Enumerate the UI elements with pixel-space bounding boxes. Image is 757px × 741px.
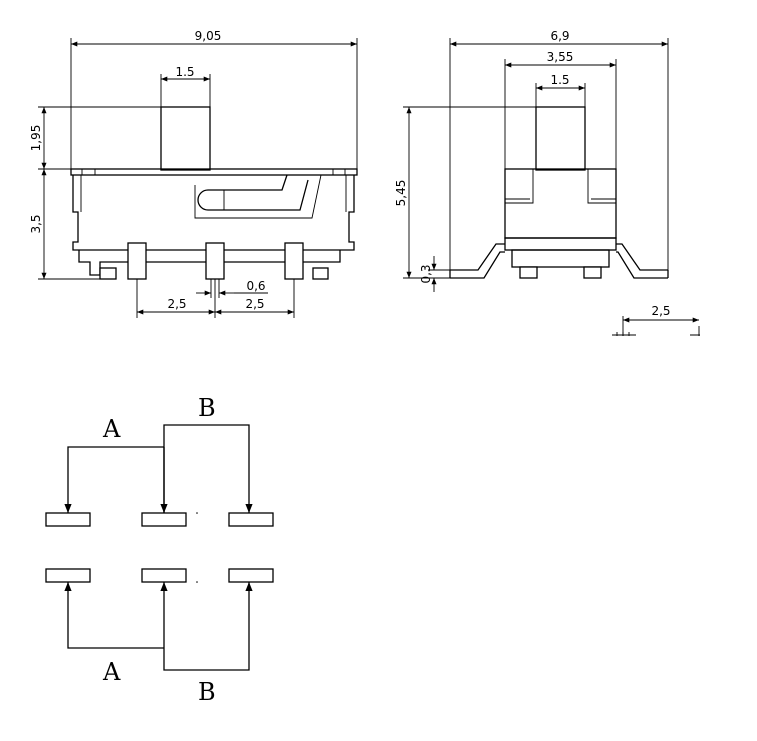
side-top-plate	[70, 168, 358, 176]
top-label-a: A	[102, 415, 121, 443]
footprint-fragment: 2,5	[612, 304, 700, 336]
dim-side-slider-height: 1,95	[29, 125, 43, 152]
dim-front-standoff: 0,3	[419, 264, 433, 283]
front-view: 6,9 3,55 1.5 5,45 0,3	[394, 29, 669, 292]
front-upper-body	[504, 168, 617, 239]
pad-top-2	[141, 512, 187, 527]
bottom-path-a	[64, 582, 164, 649]
dim-side-width: 9,05	[195, 29, 222, 43]
top-path-a	[64, 446, 164, 513]
dim-side-slider-width: 1.5	[175, 65, 194, 79]
pad-bottom-1	[45, 568, 91, 583]
dim-side-pitch-right: 2,5	[245, 297, 264, 311]
front-base	[504, 237, 617, 251]
schematic: A B A B	[45, 394, 274, 706]
pad-bottom-3	[228, 568, 274, 583]
side-slot	[197, 174, 309, 211]
side-view: 9,05 1.5 1,95 3,5 2,5 2,5 0,6	[29, 29, 358, 318]
side-pin-3	[284, 242, 304, 280]
pad-top-3	[228, 512, 274, 527]
side-tab	[312, 267, 329, 280]
bottom-path-b	[160, 582, 253, 671]
dim-footprint-pitch: 2,5	[651, 304, 670, 318]
dim-side-body-height: 3,5	[29, 214, 43, 233]
front-lead-left	[449, 243, 505, 279]
top-label-b: B	[198, 394, 216, 422]
dim-front-slider-width: 1.5	[550, 73, 569, 87]
bottom-label-a: A	[102, 658, 121, 686]
side-slider	[160, 106, 211, 171]
side-pin-2	[205, 242, 225, 280]
pad-bottom-2	[141, 568, 187, 583]
dim-front-width: 6,9	[550, 29, 569, 43]
dim-side-pin-width: 0,6	[246, 279, 265, 293]
dim-side-pitch-left: 2,5	[167, 297, 186, 311]
side-pin-1	[127, 242, 147, 280]
front-lead-right	[616, 243, 669, 279]
bottom-label-b: B	[198, 678, 216, 706]
front-slider	[535, 106, 586, 171]
top-path-b	[163, 424, 253, 513]
side-body	[72, 175, 355, 251]
dim-front-height: 5,45	[394, 180, 408, 207]
dim-front-body-width: 3,55	[547, 50, 574, 64]
pad-top-1	[45, 512, 91, 527]
